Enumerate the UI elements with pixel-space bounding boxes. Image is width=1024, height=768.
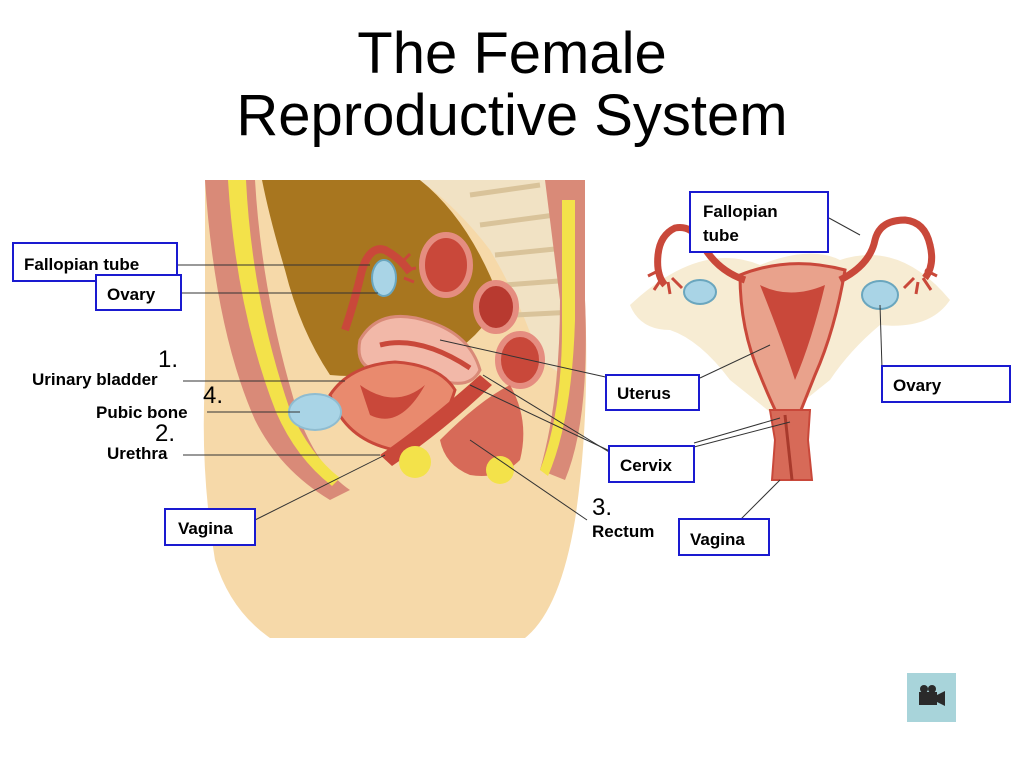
label-fallopian-tube: Fallopian tube xyxy=(24,255,140,274)
frontal-view-illustration xyxy=(630,216,950,481)
page-title-line-1: The Female xyxy=(357,21,667,86)
label-box-ovary: Ovary xyxy=(95,274,182,311)
label-box-cervix: Cervix xyxy=(608,445,695,483)
leader-lines xyxy=(166,217,883,521)
number-1: 1. xyxy=(158,346,179,373)
label-ovary-frontal: Ovary xyxy=(893,376,942,395)
number-4: 4. xyxy=(203,382,224,409)
label-ovary: Ovary xyxy=(107,285,156,304)
label-vagina-sagittal: Vagina xyxy=(178,519,233,538)
label-box-vagina-frontal: Vagina xyxy=(678,518,770,556)
label-pubic-bone: Pubic bone xyxy=(96,403,188,422)
label-urinary-bladder: Urinary bladder xyxy=(32,370,158,389)
number-3: 3. xyxy=(592,494,613,521)
sagittal-section-illustration xyxy=(203,180,587,638)
label-fallopian-line-2: tube xyxy=(703,226,739,245)
video-camera-button[interactable] xyxy=(907,673,956,722)
label-box-uterus: Uterus xyxy=(605,374,700,411)
label-box-fallopian-tube-frontal: Fallopian tube xyxy=(689,191,829,253)
label-fallopian-line-1: Fallopian xyxy=(703,202,778,221)
label-urethra: Urethra xyxy=(107,444,168,463)
label-uterus: Uterus xyxy=(617,384,671,403)
page-title-line-2: Reproductive System xyxy=(236,83,788,148)
number-2: 2. xyxy=(155,420,176,447)
label-box-vagina-sagittal: Vagina xyxy=(164,508,256,546)
label-vagina-frontal: Vagina xyxy=(690,530,745,549)
label-rectum: Rectum xyxy=(592,522,655,541)
label-box-ovary-frontal: Ovary xyxy=(881,365,1011,403)
video-camera-icon xyxy=(919,685,945,706)
label-cervix: Cervix xyxy=(620,456,672,475)
